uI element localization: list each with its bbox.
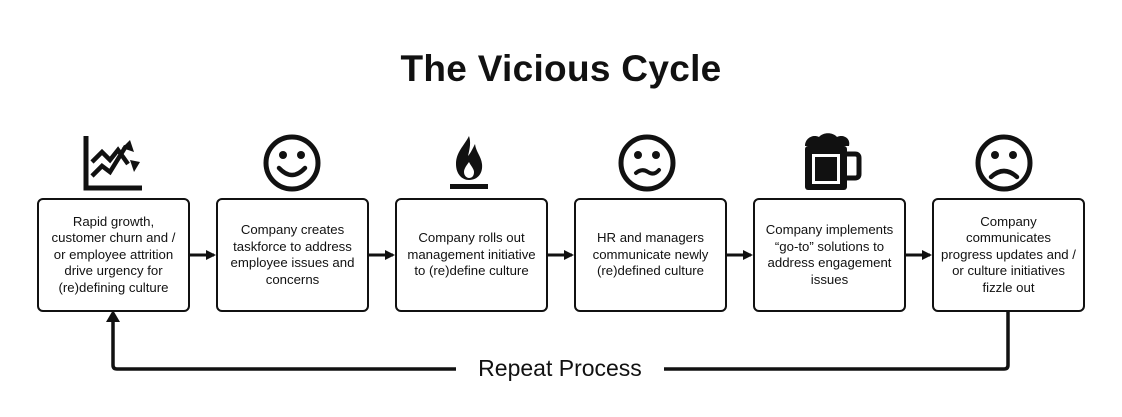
- step-box-6: Company communicates progress updates an…: [932, 198, 1085, 312]
- diagram-title: The Vicious Cycle: [400, 48, 722, 89]
- beer-mug-icon: [795, 132, 865, 194]
- step-box-4: HR and managers communicate newly (re)de…: [574, 198, 727, 312]
- step-text: Rapid growth, customer churn and / or em…: [51, 213, 176, 295]
- chart-trend-icon: [78, 132, 148, 194]
- step-box-2: Company creates taskforce to address emp…: [216, 198, 369, 312]
- step-text: Company rolls out management initiative …: [407, 230, 536, 279]
- step-text: Company implements “go-to” solutions to …: [765, 222, 894, 287]
- step-text: HR and managers communicate newly (re)de…: [592, 230, 709, 279]
- flame-icon: [434, 132, 504, 194]
- repeat-process-label: Repeat Process: [456, 355, 664, 382]
- smiley-sad-icon: [969, 132, 1039, 194]
- smiley-happy-icon: [257, 132, 327, 194]
- step-text: Company communicates progress updates an…: [941, 213, 1076, 295]
- smiley-neutral-icon: [612, 132, 682, 194]
- repeat-loop-arrowhead: [106, 310, 120, 322]
- step-text: Company creates taskforce to address emp…: [230, 222, 355, 287]
- step-box-5: Company implements “go-to” solutions to …: [753, 198, 906, 312]
- step-box-3: Company rolls out management initiative …: [395, 198, 548, 312]
